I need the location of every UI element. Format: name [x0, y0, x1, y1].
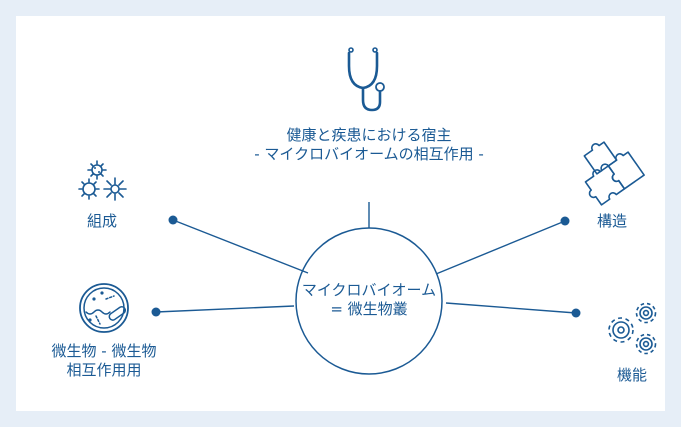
stethoscope-icon [347, 47, 385, 112]
center-label: マイクロバイオーム = 微生物叢 [279, 281, 459, 319]
connector-dot-function [571, 308, 581, 318]
diagram-graphics [78, 47, 657, 375]
puzzle-icon [583, 141, 645, 206]
interaction-label: 微生物 - 微生物 相互作用用 [24, 342, 184, 380]
interaction-label-line1: 微生物 - 微生物 [51, 342, 157, 360]
host-label-line2: - マイクロバイオームの相互作用 - [254, 145, 484, 163]
connector-interaction [155, 305, 295, 313]
gears-icon [608, 302, 657, 355]
center-label-line2: = 微生物叢 [330, 300, 408, 318]
interaction-label-line2: 相互作用用 [66, 361, 142, 379]
connector-function [445, 302, 577, 314]
composition-label: 組成 [86, 212, 117, 230]
connector-composition [172, 219, 309, 274]
connector-dot-structure [560, 216, 570, 226]
host-label-line1: 健康と疾患における宿主 [286, 126, 452, 144]
center-circle [295, 227, 443, 375]
microbes-icon [78, 160, 127, 201]
connector-dot-interaction [151, 307, 161, 317]
connector-structure [435, 220, 566, 275]
petri-dish-icon [79, 283, 129, 333]
structure-label: 構造 [596, 212, 627, 230]
diagram-canvas: 健康と疾患における宿主 - マイクロバイオームの相互作用 - 組成 構造 微生物… [16, 16, 665, 411]
function-label: 機能 [616, 366, 647, 384]
center-label-line1: マイクロバイオーム [301, 281, 437, 299]
connector-dot-composition [168, 215, 178, 225]
host-label: 健康と疾患における宿主 - マイクロバイオームの相互作用 - [219, 126, 519, 164]
